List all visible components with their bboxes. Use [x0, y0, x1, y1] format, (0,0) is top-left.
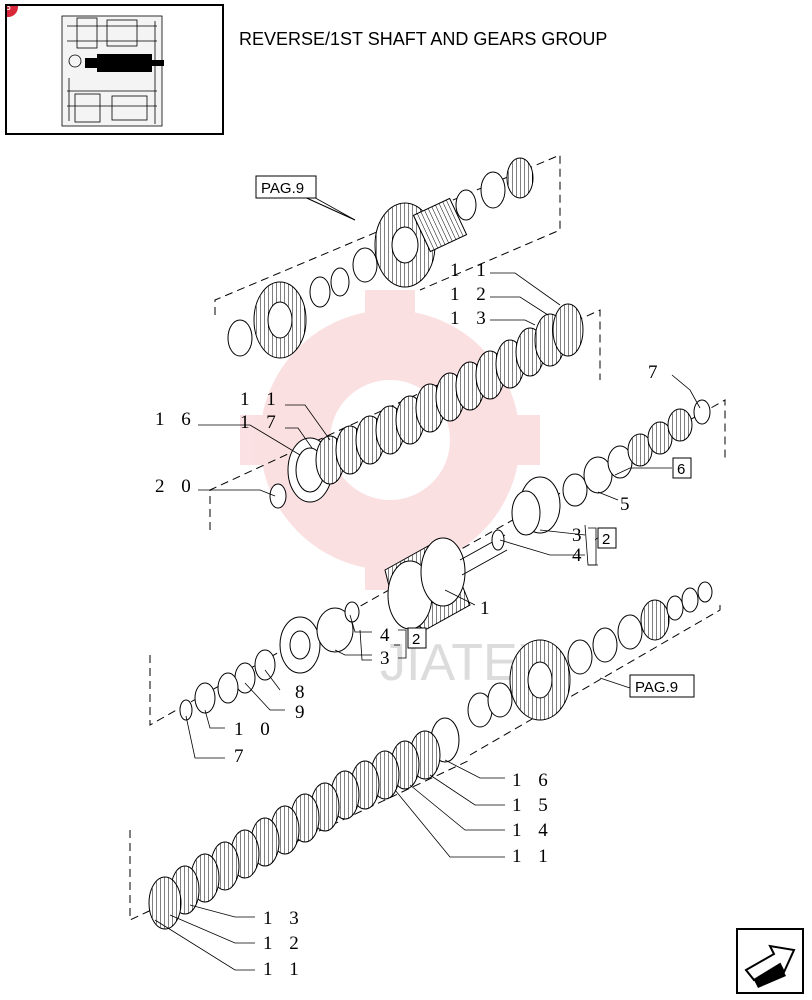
callout-10: 1 0: [234, 719, 276, 740]
ring: [352, 247, 378, 283]
callout-labels: 1 1 1 2 1 3 1 1 1 6 1 7 2 0 7 5 3 4 1 4 …: [155, 260, 664, 980]
bottom-shaft-group: [467, 581, 713, 728]
callout-13-top: 1 3: [450, 308, 492, 329]
callout-14-bot: 1 4: [512, 820, 554, 841]
callout-11-top: 1 1: [450, 260, 492, 281]
snap-ring: [269, 483, 287, 509]
ref-pag-bottom[interactable]: PAG.9: [629, 674, 695, 698]
ref-pag-top[interactable]: PAG.9: [255, 175, 317, 199]
callout-1: 1: [480, 598, 496, 619]
clutch-pack-upper: [269, 303, 584, 509]
callout-3-mid: 3: [380, 648, 396, 669]
callout-7-bot: 7: [234, 746, 250, 767]
transmission-thumbnail[interactable]: 3: [5, 4, 224, 135]
callout-16-bot: 1 6: [512, 770, 554, 791]
bearing: [194, 682, 216, 714]
splined-shaft: [412, 197, 468, 253]
svg-text:2: 2: [602, 531, 610, 548]
ring: [309, 276, 331, 308]
snap-ring: [693, 399, 711, 425]
svg-text:6: 6: [677, 461, 685, 478]
center-shaft-group: [179, 399, 711, 721]
center-frame: [149, 399, 726, 726]
gear-bore: [267, 301, 293, 339]
callout-13-bot: 1 3: [263, 908, 305, 929]
transmission-thumbnail-icon: [61, 15, 164, 127]
callout-16-mid: 1 6: [155, 409, 197, 430]
callout-15-bot: 1 5: [512, 795, 554, 816]
ref-box-6[interactable]: 6: [672, 457, 692, 479]
clutch-pack-lower: [148, 717, 460, 930]
callout-11-mid: 1 1: [240, 389, 282, 410]
ring: [455, 189, 477, 221]
callout-4-mid: 4: [380, 625, 396, 646]
callout-11-bot: 1 1: [512, 846, 554, 867]
callout-12-top: 1 2: [450, 284, 492, 305]
ring: [330, 267, 350, 297]
page-badge: 3: [7, 6, 18, 17]
callout-20: 2 0: [155, 476, 197, 497]
callout-9: 9: [295, 702, 311, 723]
callout-8: 8: [295, 682, 311, 703]
ring: [480, 171, 506, 209]
bottom-frame: [129, 759, 471, 921]
callout-11-last: 1 1: [263, 959, 305, 980]
callout-4-top: 4: [572, 545, 588, 566]
callout-7-top: 7: [648, 362, 664, 383]
svg-text:2: 2: [412, 631, 420, 648]
top-shaft-group: [227, 157, 534, 359]
next-page-arrow-icon: [744, 944, 796, 988]
gear-bore: [391, 226, 419, 264]
callout-5: 5: [620, 494, 636, 515]
svg-text:PAG.9: PAG.9: [261, 180, 304, 197]
svg-text:PAG.9: PAG.9: [635, 679, 678, 696]
gear: [506, 157, 534, 199]
callout-12-bot: 1 2: [263, 933, 305, 954]
next-page-button[interactable]: [736, 928, 804, 994]
ref-box-2-top[interactable]: 2: [597, 527, 617, 549]
leader-lines: [154, 194, 701, 971]
ref-box-2-mid[interactable]: 2: [407, 627, 427, 649]
callout-17-mid: 1 7: [240, 412, 282, 433]
page-title: REVERSE/1ST SHAFT AND GEARS GROUP: [239, 29, 608, 49]
callout-3-top: 3: [572, 525, 588, 546]
snap-ring: [179, 699, 193, 721]
bearing: [227, 319, 253, 357]
